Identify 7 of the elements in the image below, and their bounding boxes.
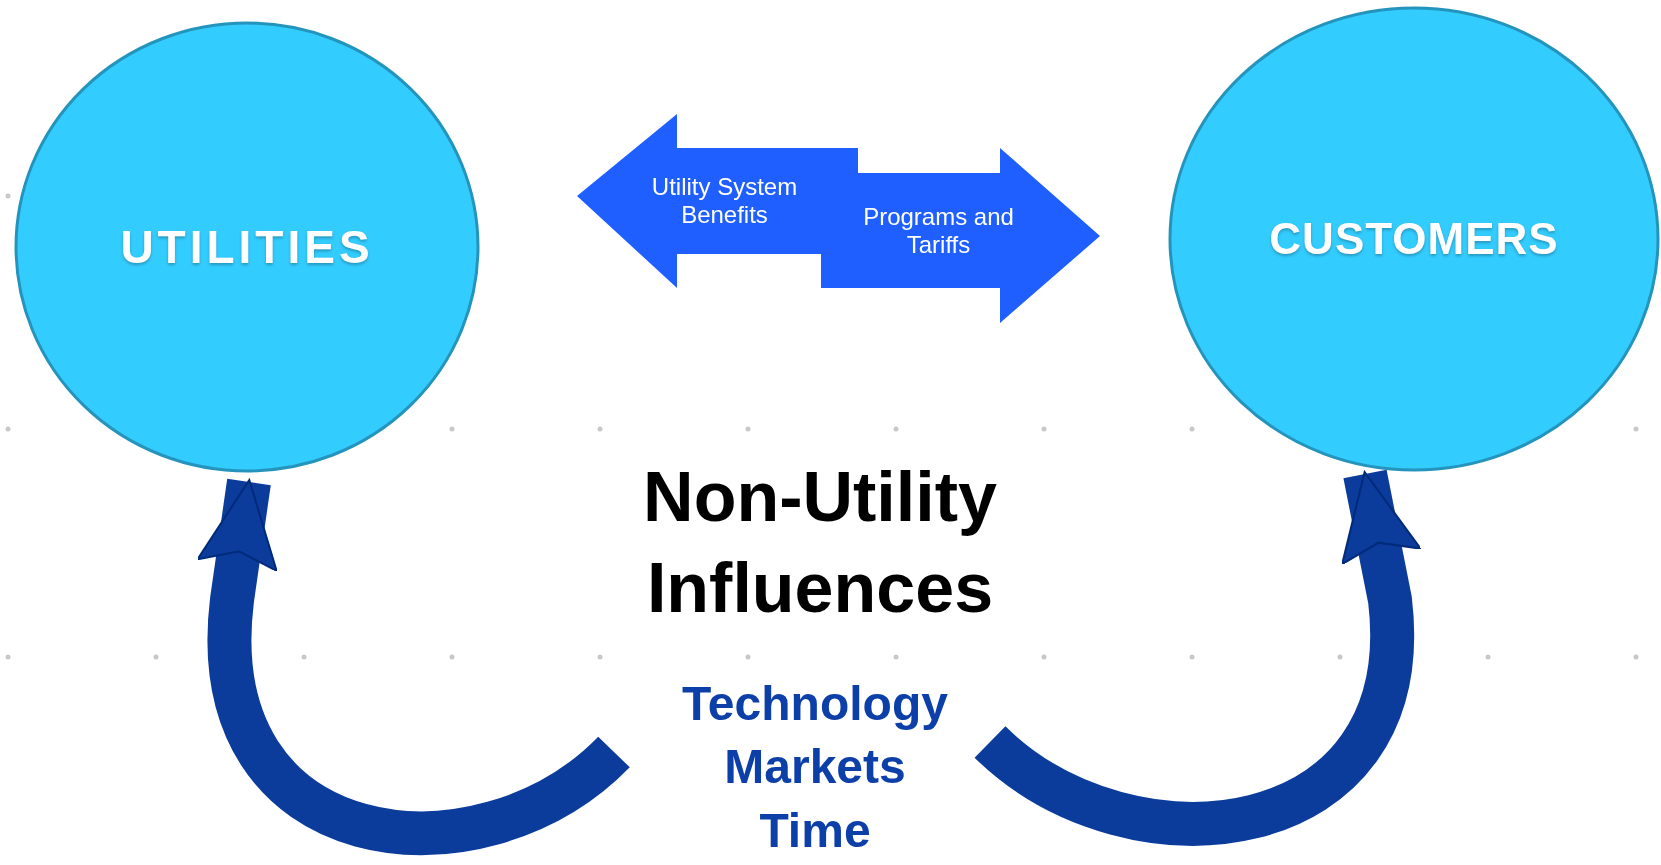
factor-list: Technology Markets Time — [682, 671, 948, 863]
heading-text: Non-Utility Influences — [642, 456, 998, 629]
node-label: UTILITIES — [120, 220, 374, 274]
node-label: Utility System Benefits — [650, 173, 799, 229]
node-label: Programs and Tariffs — [862, 203, 1015, 259]
node-label: CUSTOMERS — [1269, 213, 1559, 265]
curved-arrow — [976, 469, 1422, 846]
